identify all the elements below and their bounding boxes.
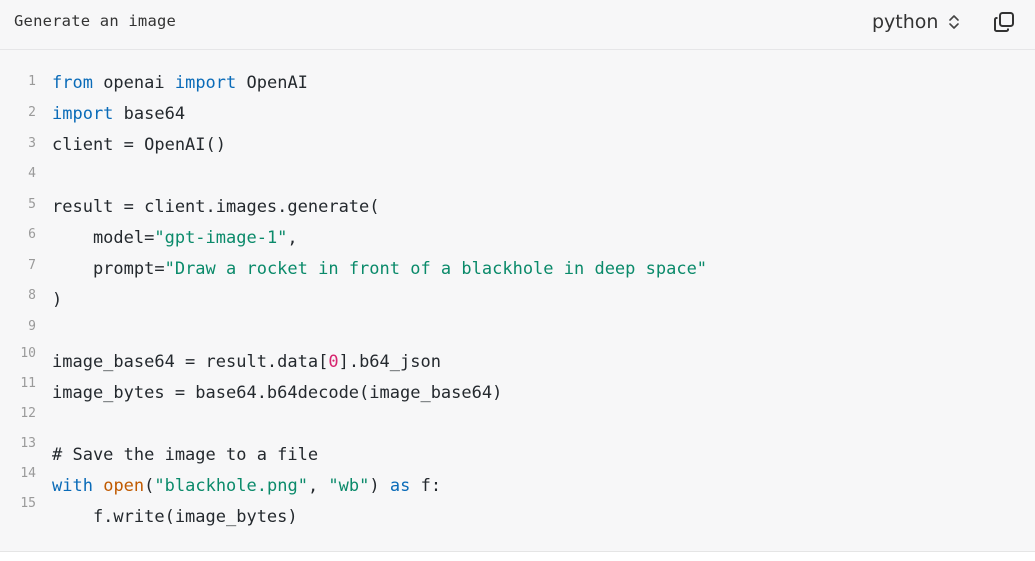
- code-token: ,: [307, 476, 329, 496]
- code-line: f.write(image_bytes): [52, 502, 298, 533]
- code-line: client = OpenAI(): [52, 130, 226, 161]
- code-line: image_base64 = result.data[0].b64_json: [52, 347, 441, 378]
- line-number: 5: [28, 197, 36, 212]
- line-number: 4: [28, 166, 36, 181]
- code-token: 0: [328, 352, 339, 372]
- copy-icon[interactable]: [993, 11, 1015, 33]
- line-number: 12: [20, 406, 36, 421]
- line-number: 2: [28, 105, 36, 120]
- code-token: "wb": [328, 476, 370, 496]
- code-line: import base64: [52, 99, 185, 130]
- line-number: 13: [20, 436, 36, 451]
- code-token: import: [52, 104, 114, 124]
- code-token: import: [174, 73, 237, 93]
- code-token: "Draw a rocket in front of a blackhole i…: [164, 259, 708, 279]
- code-line: image_bytes = base64.b64decode(image_bas…: [52, 378, 502, 409]
- code-token: open: [103, 476, 145, 496]
- code-token: # Save the image to a file: [52, 445, 319, 465]
- line-number: 1: [28, 74, 36, 89]
- code-token: "gpt-image-1": [154, 228, 288, 248]
- code-line: result = client.images.generate(: [52, 192, 380, 223]
- line-number: 10: [20, 346, 36, 361]
- code-token: OpenAI: [236, 73, 308, 93]
- line-number: 8: [28, 288, 36, 303]
- code-block-header: Generate an image python: [0, 0, 1035, 50]
- line-number: 14: [20, 466, 36, 481]
- code-token: client = OpenAI(): [52, 135, 226, 155]
- code-line: model="gpt-image-1",: [52, 223, 298, 254]
- language-label: python: [872, 11, 939, 33]
- line-number: 6: [28, 227, 36, 242]
- code-line: with open("blackhole.png", "wb") as f:: [52, 471, 441, 502]
- code-token: ].b64_json: [338, 352, 441, 372]
- code-token: image_base64 = result.data[: [52, 352, 329, 372]
- code-token: f.write(image_bytes): [52, 507, 298, 527]
- line-number: 3: [28, 136, 36, 151]
- code-token: result = client.images.generate(: [52, 197, 380, 217]
- line-number: 7: [28, 258, 36, 273]
- code-token: ): [52, 290, 63, 310]
- code-block-title: Generate an image: [14, 12, 177, 30]
- line-number: 11: [20, 376, 36, 391]
- code-line: # Save the image to a file: [52, 440, 318, 471]
- code-token: model=: [52, 228, 155, 248]
- code-token: as: [389, 476, 411, 496]
- code-line: from openai import OpenAI: [52, 68, 308, 99]
- code-token: ): [369, 476, 390, 496]
- code-line: prompt="Draw a rocket in front of a blac…: [52, 254, 707, 285]
- code-token: from: [52, 73, 93, 93]
- code-token: [93, 476, 103, 496]
- code-token: ,: [287, 228, 298, 248]
- line-number: 15: [20, 496, 36, 511]
- code-token: "blackhole.png": [154, 476, 308, 496]
- code-token: prompt=: [52, 259, 165, 279]
- code-token: f:: [410, 476, 442, 496]
- chevron-up-down-icon: [949, 15, 960, 29]
- language-selector[interactable]: python: [872, 9, 960, 35]
- code-line: ): [52, 285, 62, 316]
- code-token: with: [52, 476, 93, 496]
- code-token: openai: [92, 73, 175, 93]
- line-number: 9: [28, 319, 36, 334]
- code-token: (: [144, 476, 155, 496]
- code-token: image_bytes = base64.b64decode(image_bas…: [52, 383, 503, 403]
- code-token: base64: [113, 104, 186, 124]
